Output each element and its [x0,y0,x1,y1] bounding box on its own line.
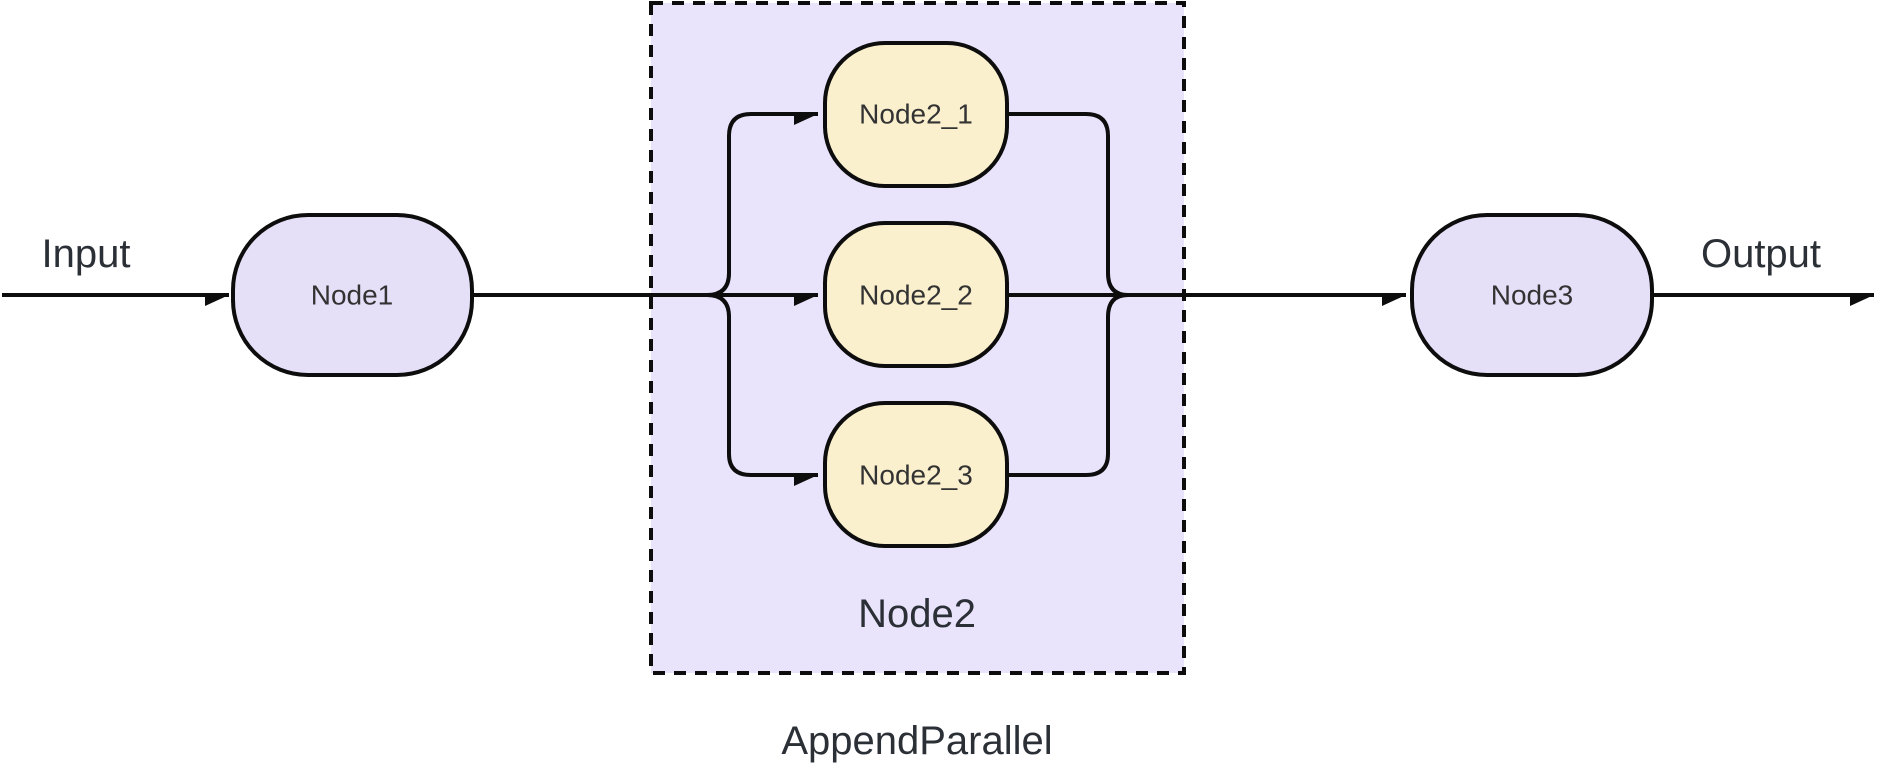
node-node2_2-shape [823,221,1009,368]
nodes-layer [231,41,1654,548]
input-label: Input [42,232,131,276]
edge-node2_1-to-merge [1007,112,1129,297]
node-node3-shape [1410,213,1654,377]
node-node2_2-label: Node2_2 [859,280,973,311]
outer-labels-layer: Input Output Node2 AppendParallel [42,232,1822,763]
node-labels-layer: Node1 Node2_1 Node2_2 Node2_3 Node3 [311,99,1574,491]
node-node2_1-label: Node2_1 [859,99,973,130]
edge-node2_3-to-merge [1007,293,1129,477]
node-node2_3-label: Node2_3 [859,460,973,491]
edges-layer [2,112,1874,477]
node-node1-shape [231,213,474,377]
parallel-group-label: Node2 [858,592,976,636]
edge-split-to-node2_3 [706,293,818,475]
node-node3-label: Node3 [1491,280,1574,311]
output-label: Output [1701,232,1821,276]
node-node2_3-shape [823,401,1009,548]
edge-split-to-node2_1 [706,112,818,297]
node-node1-label: Node1 [311,280,394,311]
node-node2_1-shape [823,41,1009,188]
parallel-group-caption: AppendParallel [781,719,1052,763]
